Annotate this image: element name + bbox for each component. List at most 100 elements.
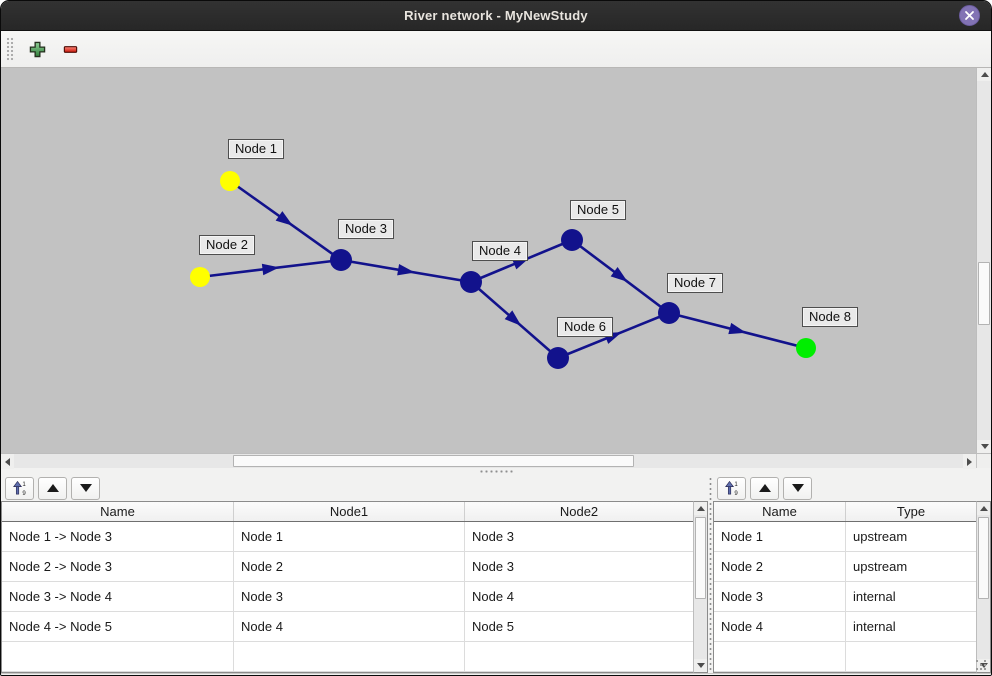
table-cell[interactable]: Node 2 <box>714 552 846 582</box>
titlebar[interactable]: River network - MyNewStudy <box>1 1 991 31</box>
window-title: River network - MyNewStudy <box>404 8 588 23</box>
table-cell[interactable]: Node 3 <box>465 552 693 582</box>
status-bar <box>1 673 991 675</box>
graph-node[interactable] <box>330 249 352 271</box>
table-cell[interactable]: Node 4 <box>465 582 693 612</box>
nodes-move-up-button[interactable] <box>750 476 779 500</box>
table-cell[interactable]: Node 3 <box>465 522 693 552</box>
horizontal-splitter[interactable] <box>1 468 991 475</box>
table-cell[interactable]: Node 1 <box>234 522 465 552</box>
edge-arrowhead-icon <box>397 263 415 276</box>
resize-grip-icon[interactable] <box>976 660 987 671</box>
graph-node[interactable] <box>220 171 240 191</box>
graph-node[interactable] <box>547 347 569 369</box>
table-cell[interactable]: Node 3 <box>234 582 465 612</box>
canvas-hscroll-row <box>1 453 991 469</box>
nodes-move-down-button[interactable] <box>783 476 812 500</box>
table-cell[interactable]: Node 1 <box>714 522 846 552</box>
node-label: Node 4 <box>472 241 528 261</box>
canvas-vertical-scrollbar[interactable] <box>976 68 991 453</box>
table-cell[interactable]: Node 5 <box>465 612 693 642</box>
table-cell[interactable]: Node 2 -> Node 3 <box>2 552 234 582</box>
scroll-up-button[interactable] <box>694 502 707 515</box>
table-cell[interactable]: internal <box>846 612 976 642</box>
vertical-scroll-thumb[interactable] <box>695 517 706 599</box>
column-header[interactable]: Node1 <box>234 502 465 521</box>
branches-toolbar: 1 9 <box>1 475 708 501</box>
remove-button[interactable] <box>56 35 84 63</box>
nodes-table-scrollbar[interactable] <box>976 501 991 673</box>
scroll-up-button[interactable] <box>977 68 991 81</box>
column-header[interactable]: Name <box>2 502 234 521</box>
graph-node[interactable] <box>796 338 816 358</box>
close-icon <box>964 10 975 21</box>
sort-ascending-icon: 1 9 <box>724 480 739 496</box>
main-toolbar <box>1 31 991 68</box>
table-cell[interactable]: Node 4 <box>234 612 465 642</box>
scroll-right-button[interactable] <box>963 454 976 469</box>
scrollbar-corner <box>976 454 991 468</box>
node-label: Node 7 <box>667 273 723 293</box>
vertical-scroll-thumb[interactable] <box>978 517 989 599</box>
branches-move-down-button[interactable] <box>71 476 100 500</box>
table-cell <box>234 642 465 672</box>
toolbar-drag-handle[interactable] <box>6 37 15 61</box>
close-button[interactable] <box>959 5 980 26</box>
table-cell[interactable]: Node 3 -> Node 4 <box>2 582 234 612</box>
vertical-scroll-thumb[interactable] <box>978 262 990 325</box>
scroll-down-button[interactable] <box>694 659 707 672</box>
table-cell[interactable]: Node 1 -> Node 3 <box>2 522 234 552</box>
column-header[interactable]: Type <box>896 504 926 519</box>
scroll-down-button[interactable] <box>977 440 991 453</box>
scroll-left-button[interactable] <box>1 454 14 469</box>
add-button[interactable] <box>23 35 51 63</box>
svg-text:1: 1 <box>734 481 738 488</box>
graph-node[interactable] <box>460 271 482 293</box>
column-header[interactable]: Node2 <box>559 504 599 519</box>
table-cell[interactable]: Node 3 <box>714 582 846 612</box>
branches-sort-button[interactable]: 1 9 <box>5 476 34 500</box>
branches-table-scrollbar[interactable] <box>693 501 708 673</box>
column-header[interactable]: Name <box>714 502 846 521</box>
table-cell <box>846 642 976 672</box>
tables-splitter[interactable] <box>708 475 713 673</box>
table-cell <box>465 642 693 672</box>
node-label: Node 3 <box>338 219 394 239</box>
edge-arrowhead-icon <box>610 267 628 282</box>
table-cell[interactable]: Node 4 <box>714 612 846 642</box>
table-cell[interactable]: internal <box>846 582 976 612</box>
svg-text:9: 9 <box>734 490 738 496</box>
branches-move-up-button[interactable] <box>38 476 67 500</box>
scroll-up-button[interactable] <box>977 502 990 515</box>
table-cell[interactable]: upstream <box>846 522 976 552</box>
table-header-row: Name Type <box>714 502 976 522</box>
graph-node[interactable] <box>658 302 680 324</box>
down-arrow-icon <box>791 484 804 492</box>
sort-ascending-icon: 1 9 <box>12 480 27 496</box>
nodes-sort-button[interactable]: 1 9 <box>717 476 746 500</box>
table-cell[interactable]: Node 2 <box>234 552 465 582</box>
canvas-horizontal-scrollbar[interactable] <box>1 454 976 469</box>
table-cell[interactable]: Node 4 -> Node 5 <box>2 612 234 642</box>
horizontal-scroll-thumb[interactable] <box>233 455 634 467</box>
edge-arrowhead-icon <box>275 211 293 226</box>
table-cell[interactable]: upstream <box>846 552 976 582</box>
graph-node[interactable] <box>561 229 583 251</box>
graph-node[interactable] <box>190 267 210 287</box>
